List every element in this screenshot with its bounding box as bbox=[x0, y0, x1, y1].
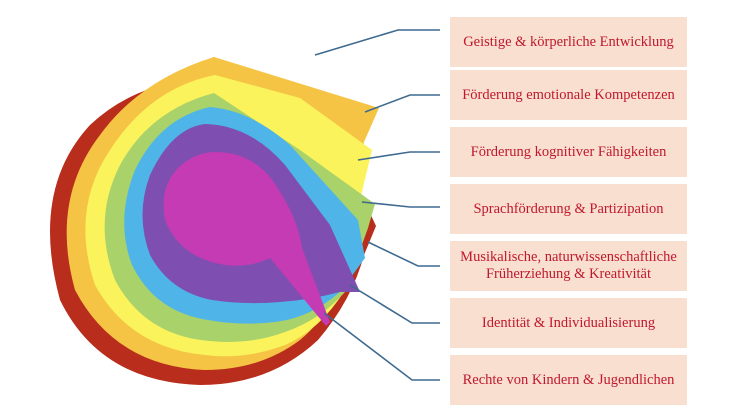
connector-2 bbox=[364, 94, 440, 113]
label-cognitive-abilities: Förderung kognitiver Fähigkeiten bbox=[450, 127, 687, 177]
connector-6 bbox=[349, 284, 440, 324]
label-children-youth-rights: Rechte von Kindern & Jugendlichen bbox=[450, 355, 687, 405]
connector-5 bbox=[367, 241, 440, 267]
label-text: Identität & Individualisierung bbox=[481, 314, 656, 331]
connector-4 bbox=[361, 201, 440, 208]
label-mental-physical-development: Geistige & körperliche Entwicklung bbox=[450, 17, 687, 67]
label-text: Sprachförderung & Partizipation bbox=[473, 200, 664, 217]
label-emotional-competences: Förderung emotionale Kompetenzen bbox=[450, 70, 687, 120]
label-identity-individualisation: Identität & Individualisierung bbox=[450, 298, 687, 348]
label-text: Geistige & körperliche Entwicklung bbox=[463, 33, 674, 50]
label-text: Rechte von Kindern & Jugendlichen bbox=[462, 371, 675, 388]
label-music-science-creativity: Musikalische, naturwissenschaftliche Frü… bbox=[450, 241, 687, 291]
label-language-participation: Sprachförderung & Partizipation bbox=[450, 184, 687, 234]
connector-lines bbox=[314, 29, 440, 381]
connector-3 bbox=[357, 151, 440, 161]
ring-mental-physical bbox=[163, 152, 330, 326]
label-text-line1: Musikalische, naturwissenschaftliche bbox=[460, 249, 677, 265]
label-text-line2: Früherziehung & Kreativität bbox=[485, 266, 652, 282]
connector-1 bbox=[314, 29, 440, 56]
label-text: Förderung emotionale Kompetenzen bbox=[462, 86, 675, 103]
connector-7 bbox=[323, 312, 440, 381]
label-text: Förderung kognitiver Fähigkeiten bbox=[470, 143, 667, 160]
